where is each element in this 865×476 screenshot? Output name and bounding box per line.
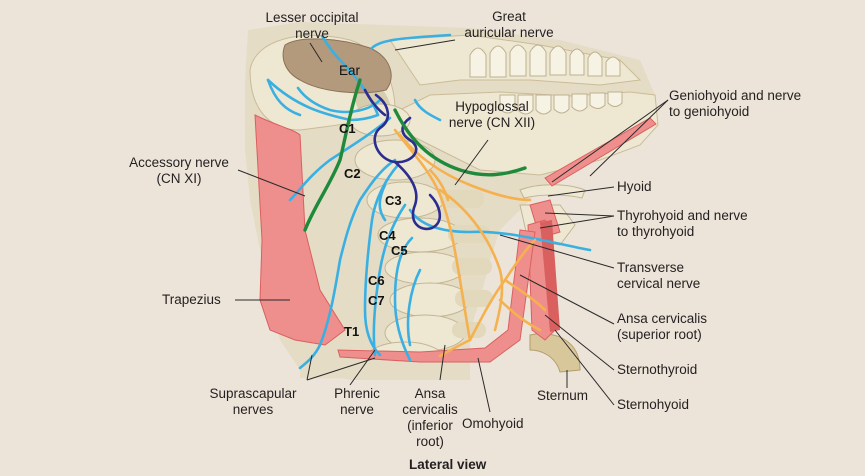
accessory-nerve-label: Accessory nerve (CN XI) xyxy=(129,155,229,186)
ansa-cervicalis-nerves xyxy=(393,128,547,358)
vertebra-c5-label: C5 xyxy=(391,243,408,258)
thyrohyoid-label: Thyrohyoid and nerve to thyrohyoid xyxy=(617,208,748,239)
vertebra-c6-label: C6 xyxy=(368,273,385,288)
ansa-cervicalis-superior-label: Ansa cervicalis (superior root) xyxy=(617,311,708,342)
vertebra-c3-label: C3 xyxy=(385,193,402,208)
omohyoid-label: Omohyoid xyxy=(462,416,524,431)
ansa-cervicalis-inferior-label: Ansa cervicalis (inferior root) xyxy=(402,386,458,449)
ear-shape xyxy=(282,38,392,94)
suprascapular-nerves-label: Suprascapular nerves xyxy=(209,386,297,417)
ear-label: Ear xyxy=(339,63,361,78)
trapezius-label: Trapezius xyxy=(162,292,221,307)
accessory-nerve-path xyxy=(303,78,527,232)
vertebra-c2-label: C2 xyxy=(344,166,361,181)
hypoglossal-nerve-path xyxy=(363,88,442,231)
caption-lateral-view: Lateral view xyxy=(409,457,487,472)
leader-lines xyxy=(235,39,669,413)
geniohyoid-label: Geniohyoid and nerve to geniohyoid xyxy=(669,88,802,119)
vertebra-t1-label: T1 xyxy=(344,324,360,339)
phrenic-nerve-label: Phrenic nerve xyxy=(334,386,380,417)
sternohyoid-label: Sternohyoid xyxy=(617,397,690,412)
transverse-cervical-nerve-label: Transverse cervical nerve xyxy=(617,260,701,291)
lesser-occipital-nerve-label: Lesser occipital nerve xyxy=(265,10,359,41)
sternothyroid-label: Sternothyroid xyxy=(617,362,698,377)
great-auricular-nerve-label: Great auricular nerve xyxy=(464,9,554,40)
vertebra-c1-label: C1 xyxy=(339,121,356,136)
hypoglossal-nerve-label: Hypoglossal nerve (CN XII) xyxy=(448,99,536,130)
sternum-label: Sternum xyxy=(537,388,589,403)
vertebra-c4-label: C4 xyxy=(379,228,396,243)
hyoid-label: Hyoid xyxy=(617,179,652,194)
vertebra-c7-label: C7 xyxy=(368,293,385,308)
